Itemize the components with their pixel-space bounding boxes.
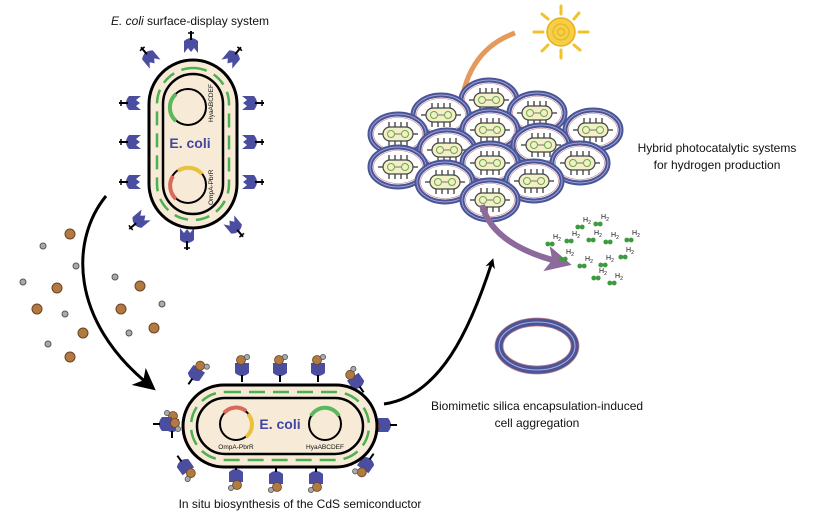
sun-icon: [532, 4, 590, 60]
silica-shell: [494, 317, 580, 375]
cds-precursor-particles: [19, 228, 166, 363]
cell-periplasm-dashes: [155, 66, 231, 222]
h2-molecule: H2: [603, 232, 619, 245]
top-title-rest: surface-display system: [144, 14, 269, 28]
ecoli-cell-bottom: OmpA-PbrR E. coli HyaABCDEF: [152, 353, 398, 494]
silica-label-line2: cell aggregation: [495, 416, 580, 430]
cell-name-top: E. coli: [169, 135, 210, 151]
h2-label: H2: [626, 247, 634, 256]
h2-molecule: H2: [586, 230, 602, 243]
h2-molecule: H2: [575, 217, 591, 230]
h2-molecule: H2: [577, 256, 593, 269]
plasmid-label-hya-bottom: HyaABCDEF: [306, 444, 344, 451]
encapsulated-cell-aggregate: [370, 80, 621, 220]
h2-molecule: H2: [591, 268, 607, 281]
h2-label: H2: [585, 256, 593, 265]
h2-label: H2: [553, 234, 561, 243]
h2-label: H2: [594, 230, 602, 239]
hybrid-system-label-line1: Hybrid photocatalytic systems: [638, 141, 797, 155]
plasmid-label-hya-top: HyaABCDEF: [208, 84, 215, 122]
plasmid-hya-top: [167, 88, 207, 126]
hybrid-system-label-line2: for hydrogen production: [654, 158, 781, 172]
cell-inner-membrane: [161, 72, 225, 216]
arrow-display-to-biosynthesis: [81, 195, 156, 391]
top-title: E. coli surface-display system: [111, 14, 269, 28]
ecoli-cell-top: HyaABCDEF E. coli OmpA-PbrR: [118, 30, 265, 251]
h2-molecule: H2: [618, 247, 634, 260]
plasmid-label-ompa-top: OmpA-PbrR: [208, 169, 215, 205]
h2-label: H2: [615, 273, 623, 282]
h2-molecule: H2: [607, 273, 623, 286]
h2-molecule: H2: [624, 230, 640, 243]
bottom-title: In situ biosynthesis of the CdS semicond…: [179, 497, 422, 511]
plasmid-ompa-top: [168, 165, 207, 204]
h2-molecule: H2: [558, 249, 574, 262]
plasmid-hya-bottom: [308, 405, 342, 441]
h2-label: H2: [606, 255, 614, 264]
h2-molecule: H2: [593, 214, 609, 227]
h2-label: H2: [632, 230, 640, 239]
cell-name-bottom: E. coli: [259, 416, 300, 432]
h2-label: H2: [611, 232, 619, 241]
h2-label: H2: [599, 268, 607, 277]
h2-molecule: H2: [598, 255, 614, 268]
h2-label: H2: [583, 217, 591, 226]
plasmid-label-ompa-bottom: OmpA-PbrR: [218, 444, 254, 451]
top-title-italic: E. coli: [111, 14, 144, 28]
h2-label: H2: [566, 249, 574, 258]
silica-label-line1: Biomimetic silica encapsulation-induced: [431, 399, 643, 413]
encapsulated-cell: [462, 180, 518, 220]
hydrogen-output-arrow: [479, 204, 572, 272]
h2-label: H2: [572, 231, 580, 240]
arrow-biosynthesis-to-aggregation: [383, 258, 495, 406]
cell-periplasm-dashes: [189, 390, 371, 462]
plasmid-ompa-bottom: [219, 405, 254, 441]
h2-molecule: H2: [564, 231, 580, 244]
h2-label: H2: [601, 214, 609, 223]
h2-molecule: H2: [545, 234, 561, 247]
